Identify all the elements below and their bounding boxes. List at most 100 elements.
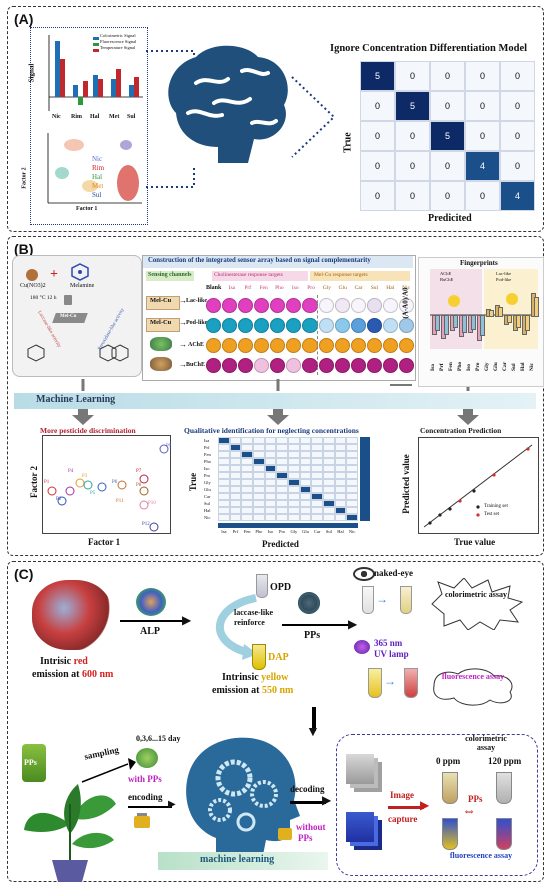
mel-cu-box-1	[146, 296, 180, 310]
machine-learning-c-label: machine learning	[200, 854, 275, 865]
array-well	[270, 358, 286, 373]
alp-enzyme-icon	[136, 588, 166, 616]
sub1-xlabel: Factor 1	[88, 537, 121, 547]
array-well	[334, 338, 350, 353]
laccase-reinforce-1: laccase-like	[234, 608, 274, 617]
sub1-point-p8: P8	[136, 483, 142, 488]
cm-cell	[229, 444, 242, 451]
cm-row-label: Car	[204, 494, 211, 499]
cm-cell	[276, 479, 288, 486]
array-well	[383, 298, 399, 313]
confusion-cell: 0	[465, 181, 500, 211]
mel-cu-chip-label: Mel-Cu	[60, 314, 77, 319]
cm-cell	[253, 493, 265, 500]
encoding-label: encoding	[128, 792, 163, 802]
fingerprint-bar	[435, 315, 440, 332]
array-well	[302, 358, 318, 373]
cm-cell	[253, 472, 265, 479]
array-header-label: Glu	[338, 285, 347, 291]
bar-sul-temperature	[134, 77, 139, 97]
array-header-label: Car	[354, 285, 363, 291]
cm-row-label: Pro	[204, 473, 211, 478]
signal-bar-chart	[48, 35, 143, 111]
cm-cell	[299, 514, 312, 521]
cm-cell	[276, 458, 288, 465]
image-capture-1: Image	[390, 790, 414, 800]
confusion-cell: 0	[465, 61, 500, 91]
array-well	[253, 358, 270, 373]
array-header-label: Prf	[244, 285, 252, 291]
channel-lac-like: Lac-like	[186, 298, 207, 304]
scatter-legend-nic: Nic	[92, 155, 103, 163]
uv-lamp-icon	[354, 640, 370, 654]
cm-cell	[276, 444, 288, 451]
down-arrows	[72, 409, 479, 425]
sub1-point-p7: P7	[136, 469, 142, 474]
cm-cell	[264, 486, 277, 493]
array-well	[350, 298, 367, 313]
cm-cell	[264, 451, 277, 458]
pps-label-2: PPs	[468, 794, 483, 804]
cm-cell	[229, 479, 242, 486]
array-header-label: Pho	[275, 285, 284, 291]
without-pps-1: without	[296, 822, 326, 832]
encoding-arrow-head: ▶	[168, 799, 176, 810]
melcu-targets-tag	[310, 271, 410, 281]
cm-row-label: Fen	[204, 452, 211, 457]
cm-cell	[346, 500, 358, 507]
panel-c: (C) Intrisic red emission at 600 nm ▶ AL…	[7, 561, 544, 882]
leaf-sample-icon	[136, 748, 158, 768]
colorimetric-burst	[431, 578, 524, 630]
cm-cell	[323, 507, 335, 514]
cm-cell	[229, 437, 242, 444]
bar-sul-colorimetric	[129, 85, 134, 97]
fingerprint-bar	[507, 315, 512, 324]
cm-bottom-cell	[323, 523, 335, 528]
cm-cell	[299, 500, 312, 507]
confusion-cell: 0	[430, 61, 465, 91]
cm-cell	[264, 472, 277, 479]
cm-cell	[253, 444, 265, 451]
cm-cell	[346, 493, 358, 500]
cm-cell	[334, 451, 347, 458]
decoding-label: decoding	[290, 784, 325, 794]
cm-cell	[323, 472, 335, 479]
cm-side-cell	[360, 507, 370, 514]
cm-side-cell	[360, 472, 370, 479]
cm-row-label: Gly	[204, 480, 211, 485]
array-well	[399, 298, 415, 313]
tube-before-1	[362, 586, 374, 614]
cm-cell	[218, 514, 230, 521]
cm-cell	[229, 472, 242, 479]
confusion-cell: 4	[465, 151, 500, 181]
cm-cell	[241, 493, 253, 500]
array-well	[205, 318, 221, 333]
cm-cell	[311, 472, 323, 479]
cm-bottom-cell	[299, 523, 312, 528]
cm-row-label: Pho	[204, 459, 212, 464]
connector-lines	[146, 50, 336, 188]
confusion-cell: 0	[430, 151, 465, 181]
bar-hal-temperature	[98, 79, 103, 97]
cm-cell	[241, 458, 253, 465]
fingerprint-x-label: Pho	[457, 361, 463, 371]
reaction-condition: 180 °C 12 h	[30, 295, 57, 301]
cm-cell	[241, 472, 253, 479]
cm-cell	[218, 444, 230, 451]
image-capture-2: capture	[388, 814, 418, 824]
sub1-point-p11: P11	[116, 499, 124, 504]
lock-icon-2	[278, 828, 292, 840]
cm-row-label: Prf	[204, 445, 210, 450]
cm-cell	[241, 437, 253, 444]
fingerprints-chart	[430, 269, 538, 349]
cm-cell	[253, 507, 265, 514]
cm-cell	[311, 458, 323, 465]
cm-cell	[334, 514, 347, 521]
scatter-legend-sul: Sul	[92, 191, 102, 199]
cm-cell	[311, 493, 323, 500]
cm-bottom-cell	[229, 523, 242, 528]
ache-enzyme-icon	[150, 337, 172, 351]
cm-cell	[346, 472, 358, 479]
cm-side-cell	[360, 465, 370, 472]
